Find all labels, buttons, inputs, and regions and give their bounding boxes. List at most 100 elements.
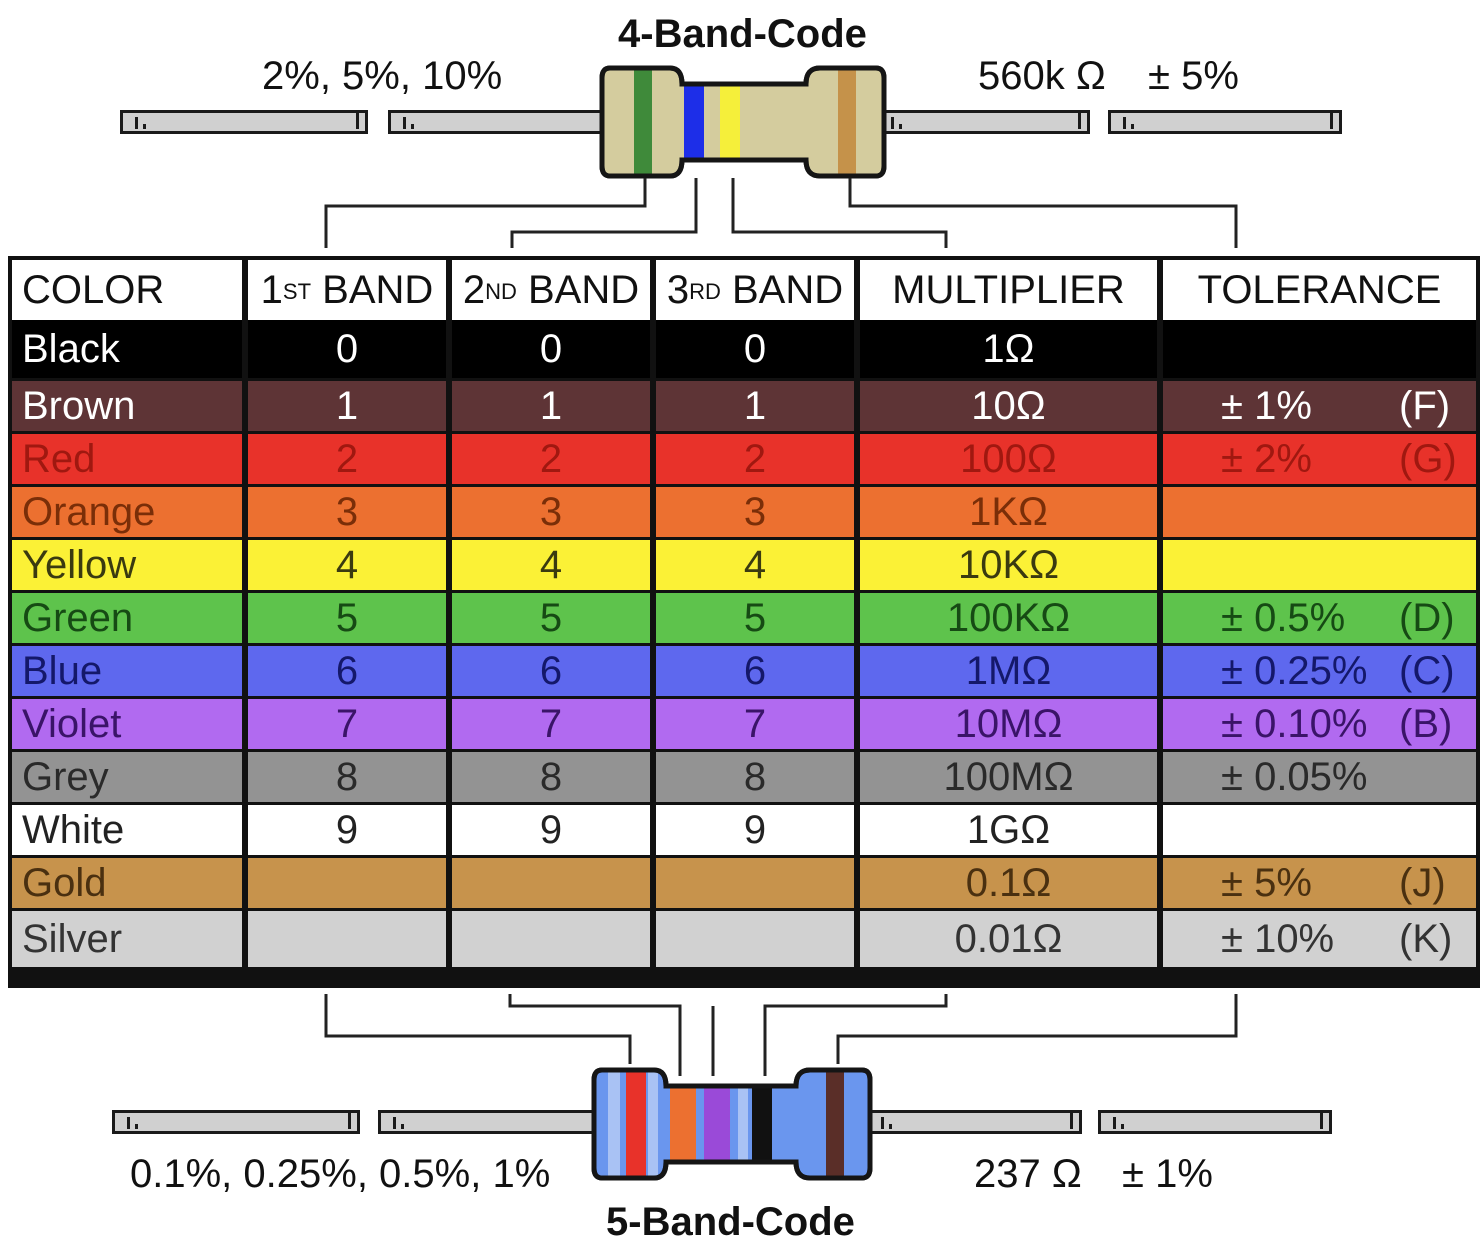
header-multiplier: MULTIPLIER — [860, 260, 1163, 320]
lead-wire — [378, 1110, 602, 1134]
tolerance-value: ± 1% — [1221, 383, 1312, 428]
tolerance-letter-code: (J) — [1399, 860, 1446, 905]
band-2-digit-cell: 2 — [452, 434, 656, 484]
lead-wire — [120, 110, 368, 134]
band-1-digit-cell: 1 — [248, 381, 452, 431]
band-2-digit-cell: 0 — [452, 320, 656, 378]
five-band-resistor — [591, 1067, 873, 1181]
color-name-cell: Yellow — [12, 540, 248, 590]
five-band-band-1 — [626, 1072, 646, 1176]
multiplier-cell: 10Ω — [860, 381, 1163, 431]
band-3-digit-cell: 5 — [656, 593, 860, 643]
multiplier-cell: 1Ω — [860, 320, 1163, 378]
color-name-cell: Red — [12, 434, 248, 484]
lead-wire — [1108, 110, 1342, 134]
tolerance-value: ± 5% — [1221, 860, 1312, 905]
five-band-band-4 — [752, 1088, 772, 1162]
multiplier-cell: 1MΩ — [860, 646, 1163, 696]
band-1-digit-cell — [248, 858, 452, 908]
five-band-band-3 — [704, 1088, 730, 1162]
tolerance-cell: ± 0.25% (C) — [1163, 646, 1476, 696]
multiplier-cell: 0.1Ω — [860, 858, 1163, 908]
band-1-digit-cell: 9 — [248, 805, 452, 855]
lead-wire — [866, 1110, 1082, 1134]
tolerance-letter-code: (G) — [1399, 436, 1457, 481]
multiplier-cell: 100Ω — [860, 434, 1163, 484]
color-name-cell: Black — [12, 320, 248, 378]
tolerance-letter-code: (D) — [1399, 595, 1455, 640]
table-row: Gold 0.1Ω ± 5% (J) — [12, 858, 1476, 908]
five-band-band-2 — [670, 1088, 696, 1162]
lead-wire — [112, 1110, 360, 1134]
multiplier-cell: 0.01Ω — [860, 911, 1163, 967]
band-2-digit-cell: 3 — [452, 487, 656, 537]
tolerance-value: ± 0.10% — [1221, 701, 1368, 746]
band-1-digit-cell: 5 — [248, 593, 452, 643]
tolerance-cell: ± 1% (F) — [1163, 381, 1476, 431]
tolerance-letter-code: (F) — [1399, 383, 1451, 428]
four-band-band-1 — [634, 70, 652, 174]
multiplier-cell: 10KΩ — [860, 540, 1163, 590]
tolerance-cell — [1163, 487, 1476, 537]
tolerance-letter-code: (C) — [1399, 648, 1455, 693]
band-3-digit-cell: 2 — [656, 434, 860, 484]
band-1-digit-cell: 3 — [248, 487, 452, 537]
band-3-digit-cell: 1 — [656, 381, 860, 431]
five-band-tolerance-options: 0.1%, 0.25%, 0.5%, 1% — [130, 1152, 551, 1196]
five-band-title: 5-Band-Code — [606, 1200, 855, 1244]
lead-wire — [876, 110, 1090, 134]
band-2-digit-cell: 9 — [452, 805, 656, 855]
band-3-digit-cell: 6 — [656, 646, 860, 696]
multiplier-cell: 100KΩ — [860, 593, 1163, 643]
band-3-digit-cell: 0 — [656, 320, 860, 378]
multiplier-cell: 1KΩ — [860, 487, 1163, 537]
multiplier-cell: 1GΩ — [860, 805, 1163, 855]
band-2-digit-cell: 8 — [452, 752, 656, 802]
four-band-band-2 — [684, 86, 704, 160]
band-2-digit-cell — [452, 858, 656, 908]
tolerance-cell: ± 0.10%(B) — [1163, 699, 1476, 749]
color-name-cell: Violet — [12, 699, 248, 749]
lead-wire — [1098, 1110, 1332, 1134]
header-color: COLOR — [12, 260, 248, 320]
band-1-digit-cell: 6 — [248, 646, 452, 696]
tolerance-value: ± 0.25% — [1221, 648, 1368, 693]
tolerance-cell: ± 0.5% (D) — [1163, 593, 1476, 643]
tolerance-cell: ± 0.05% — [1163, 752, 1476, 802]
band-1-digit-cell: 8 — [248, 752, 452, 802]
band-3-digit-cell: 7 — [656, 699, 860, 749]
band-2-digit-cell: 1 — [452, 381, 656, 431]
band-3-digit-cell: 4 — [656, 540, 860, 590]
header-tolerance: TOLERANCE — [1163, 260, 1476, 320]
color-name-cell: Gold — [12, 858, 248, 908]
tolerance-cell — [1163, 805, 1476, 855]
tolerance-value: ± 0.05% — [1221, 754, 1368, 799]
four-band-resistor — [599, 65, 887, 179]
multiplier-cell: 10MΩ — [860, 699, 1163, 749]
color-name-cell: Silver — [12, 911, 248, 967]
four-band-band-4 — [838, 70, 856, 174]
band-3-digit-cell: 8 — [656, 752, 860, 802]
color-name-cell: Green — [12, 593, 248, 643]
band-2-digit-cell: 7 — [452, 699, 656, 749]
band-3-digit-cell — [656, 858, 860, 908]
band-1-digit-cell: 2 — [248, 434, 452, 484]
tolerance-letter-code: (K) — [1399, 916, 1453, 961]
four-band-example-value: 560k Ω — [978, 54, 1106, 98]
color-name-cell: Blue — [12, 646, 248, 696]
five-band-example-tolerance: ± 1% — [1122, 1152, 1213, 1196]
tolerance-value: ± 0.5% — [1221, 595, 1346, 640]
band-2-digit-cell: 4 — [452, 540, 656, 590]
band-3-digit-cell: 3 — [656, 487, 860, 537]
